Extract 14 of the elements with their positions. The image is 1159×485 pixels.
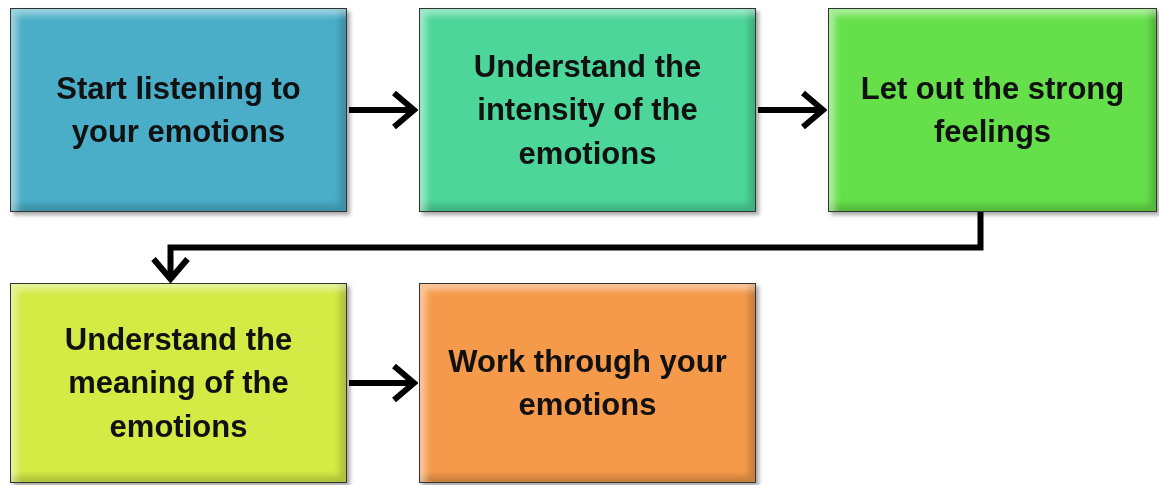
arrow xyxy=(150,212,984,282)
process-box xyxy=(10,8,347,212)
arrow xyxy=(349,90,417,130)
process-box xyxy=(419,283,756,483)
process-box xyxy=(828,8,1157,212)
step-text: Let out the strong feelings xyxy=(859,69,1126,151)
arrow xyxy=(349,363,417,403)
step-text: Understand the meaning of the emotions xyxy=(63,320,294,446)
arrow xyxy=(758,90,826,130)
step-text: Start listening to your emotions xyxy=(55,69,302,151)
step-text: Work through your emotions xyxy=(447,342,728,424)
process-box xyxy=(419,8,756,212)
step-text: Understand the intensity of the emotions xyxy=(472,47,703,173)
process-box xyxy=(10,283,347,483)
